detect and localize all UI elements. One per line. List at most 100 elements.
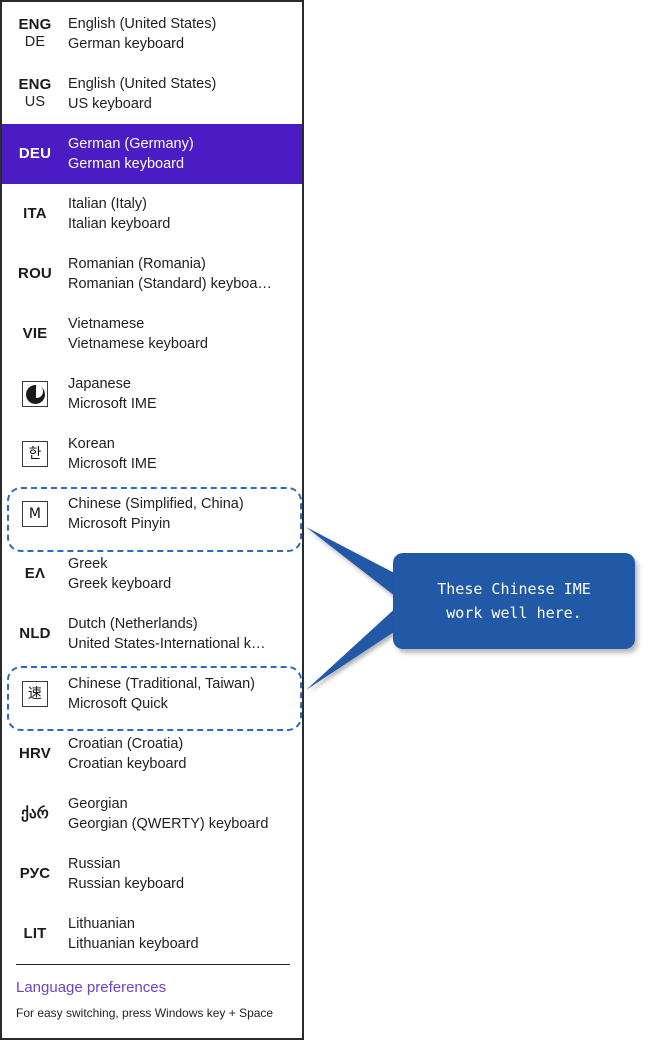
input-method-layout: Vietnamese keyboard <box>68 336 208 352</box>
input-method-abbr-cell: ქარ <box>2 805 68 823</box>
input-method-text: German (Germany) German keyboard <box>68 134 302 174</box>
input-method-layout: Greek keyboard <box>68 576 172 592</box>
callout-text: These Chinese IME work well here. <box>437 580 591 622</box>
input-method-language: Romanian (Romania) <box>68 256 206 272</box>
input-method-language: English (United States) <box>68 16 217 32</box>
input-method-layout: Microsoft IME <box>68 456 157 472</box>
input-method-language: English (United States) <box>68 76 217 92</box>
input-method-text: English (United States) German keyboard <box>68 14 302 54</box>
input-method-text: Croatian (Croatia) Croatian keyboard <box>68 734 302 774</box>
input-method-item[interactable]: ROU Romanian (Romania) Romanian (Standard)… <box>2 244 302 304</box>
input-method-text: Romanian (Romania) Romanian (Standard) ke… <box>68 254 302 294</box>
input-method-abbr: ROU <box>18 265 52 282</box>
input-method-language: Lithuanian <box>68 916 135 932</box>
input-method-layout: German keyboard <box>68 36 185 52</box>
input-method-language: Chinese (Simplified, China) <box>68 496 244 512</box>
input-method-icon-cell: 한 <box>2 441 68 467</box>
input-method-language: Chinese (Traditional, Taiwan) <box>68 676 255 692</box>
input-method-layout: Russian keyboard <box>68 876 185 892</box>
input-method-abbr: ΕΛ <box>24 565 46 582</box>
input-method-abbr: VIE <box>22 325 48 342</box>
input-method-language: German (Germany) <box>68 136 194 152</box>
input-method-layout: United States-International k… <box>68 636 266 652</box>
input-method-abbr: ENG <box>18 76 52 94</box>
input-method-layout: Georgian (QWERTY) keyboard <box>68 816 269 832</box>
input-method-abbr: LIT <box>23 925 47 942</box>
input-method-item[interactable]: ITA Italian (Italy) Italian keyboard <box>2 184 302 244</box>
pointer-to-traditional <box>306 604 400 690</box>
input-method-language: Vietnamese <box>68 316 145 332</box>
input-method-layout: Lithuanian keyboard <box>68 936 199 952</box>
input-method-abbr: HRV <box>19 745 51 762</box>
input-method-layout: US keyboard <box>68 96 152 112</box>
input-method-language: Croatian (Croatia) <box>68 736 184 752</box>
input-method-language: Japanese <box>68 376 131 392</box>
input-method-language: Dutch (Netherlands) <box>68 616 198 632</box>
input-method-abbr-cell: LIT <box>2 925 68 943</box>
input-method-abbr-cell: NLD <box>2 625 68 643</box>
input-method-item[interactable]: HRV Croatian (Croatia) Croatian keyboard <box>2 724 302 784</box>
input-method-icon-cell: M <box>2 501 68 527</box>
input-method-abbr-cell: РУС <box>2 865 68 883</box>
chinese-quick-ime-icon: 速 <box>22 681 48 707</box>
input-method-abbr-cell: DEU <box>2 145 68 163</box>
switching-hint-text: For easy switching, press Windows key + … <box>16 1006 274 1020</box>
input-method-item[interactable]: 速 Chinese (Traditional, Taiwan) Microsoft … <box>2 664 302 724</box>
footer-divider <box>16 964 290 965</box>
input-method-abbr-cell: VIE <box>2 325 68 343</box>
input-method-layout: Microsoft Pinyin <box>68 516 171 532</box>
input-method-language: Georgian <box>68 796 128 812</box>
input-method-abbr: ENG <box>18 16 52 34</box>
input-method-text: Chinese (Traditional, Taiwan) Microsoft Q… <box>68 674 302 714</box>
input-method-layout: German keyboard <box>68 156 185 172</box>
input-method-abbr-sub: US <box>24 94 46 111</box>
input-method-abbr-cell: ΕΛ <box>2 565 68 583</box>
input-method-item[interactable]: M Chinese (Simplified, China) Microsoft Pi… <box>2 484 302 544</box>
input-method-abbr: ITA <box>23 205 47 222</box>
input-method-item[interactable]: DEU German (Germany) German keyboard <box>2 124 302 184</box>
pointer-to-simplified <box>306 527 400 600</box>
input-method-layout: Microsoft Quick <box>68 696 168 712</box>
input-method-layout: Microsoft IME <box>68 396 157 412</box>
input-method-text: English (United States) US keyboard <box>68 74 302 114</box>
input-method-language: Russian <box>68 856 121 872</box>
input-method-abbr-cell: HRV <box>2 745 68 763</box>
input-method-language: Korean <box>68 436 115 452</box>
input-method-layout: Italian keyboard <box>68 216 171 232</box>
callout-bubble[interactable]: These Chinese IME work well here. <box>393 553 635 649</box>
input-method-abbr: РУС <box>19 865 51 882</box>
input-method-layout: Croatian keyboard <box>68 756 187 772</box>
input-method-icon-cell: 速 <box>2 681 68 707</box>
input-method-text: Dutch (Netherlands) United States-Interna… <box>68 614 302 654</box>
input-method-abbr: NLD <box>19 625 51 642</box>
input-method-language: Greek <box>68 556 108 572</box>
input-method-abbr: DEU <box>18 145 52 162</box>
input-method-item[interactable]: NLD Dutch (Netherlands) United States-Inte… <box>2 604 302 664</box>
chinese-pinyin-ime-icon: M <box>22 501 48 527</box>
input-method-layout: Romanian (Standard) keyboa… <box>68 276 272 292</box>
language-preferences-link[interactable]: Language preferences <box>16 979 167 996</box>
input-method-language: Italian (Italy) <box>68 196 147 212</box>
korean-ime-icon: 한 <box>22 441 48 467</box>
